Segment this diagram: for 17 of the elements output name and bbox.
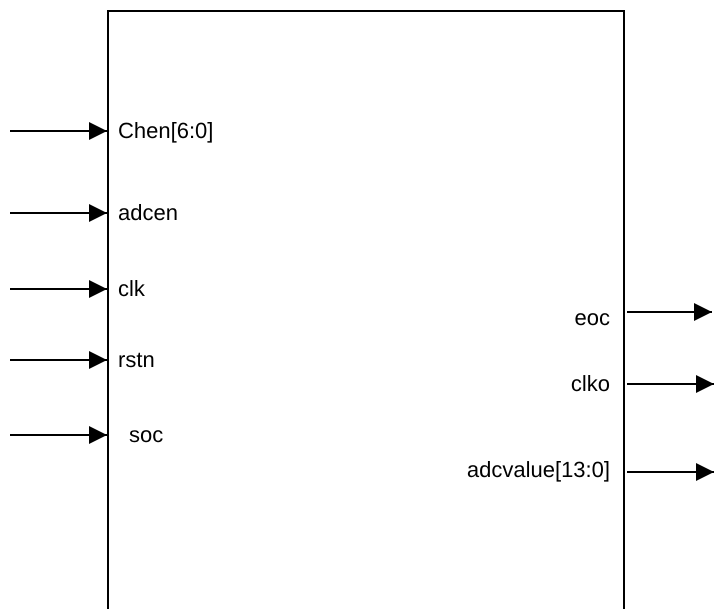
arrow xyxy=(10,426,107,444)
arrow xyxy=(627,375,714,393)
port-label: clk xyxy=(107,276,145,302)
arrow xyxy=(10,351,107,369)
arrow xyxy=(10,280,107,298)
block-box xyxy=(107,10,625,609)
port-label: adcvalue[13:0] xyxy=(466,457,623,483)
port-label: eoc xyxy=(574,305,623,331)
arrow xyxy=(10,122,107,140)
arrow xyxy=(10,204,107,222)
port-label: Chen[6:0] xyxy=(107,118,214,144)
arrow xyxy=(627,303,712,321)
arrow xyxy=(627,463,714,481)
port-label: clko xyxy=(570,371,623,397)
port-label: rstn xyxy=(107,347,155,373)
port-label: adcen xyxy=(107,200,178,226)
port-label: soc xyxy=(107,422,164,448)
